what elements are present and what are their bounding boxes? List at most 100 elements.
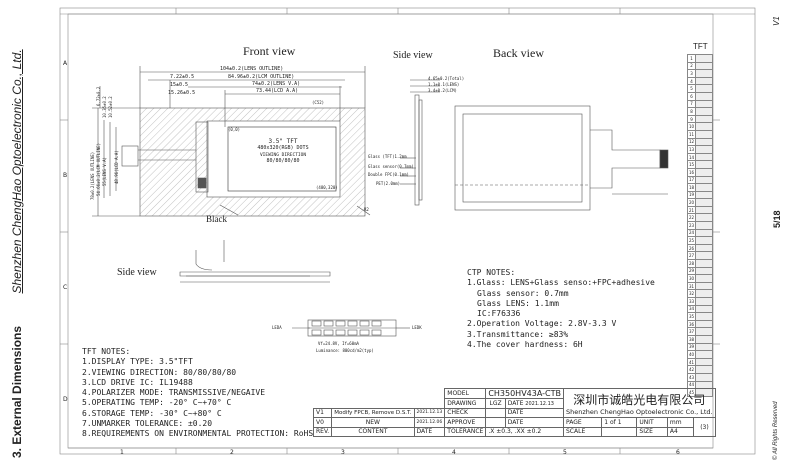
pin-row: 2	[686, 61, 713, 71]
dim-v1: 6.72±0.2	[96, 86, 101, 106]
pin-number: 28	[686, 259, 697, 268]
pin-function	[695, 205, 713, 215]
pin-number: 42	[686, 365, 697, 374]
pin-row: 27	[686, 251, 713, 261]
page-label: PAGE	[562, 417, 603, 428]
pin-row: 5	[686, 84, 713, 93]
tft-note-item: 1.DISPLAY TYPE: 3.5"TFT	[82, 357, 193, 367]
side-dim-total: 4.65±0.2(Total)	[428, 76, 465, 81]
pin-row: 29	[686, 266, 713, 276]
screen-viewing-label: VIEWING DIRECTION	[259, 153, 307, 158]
pin-row: 30	[686, 274, 713, 283]
size-label: SIZE	[636, 426, 668, 437]
pin-function	[695, 342, 713, 352]
ctp-note-item: IC:F76336	[477, 309, 521, 319]
title-block: MODEL CH350HV43A-CTB 深圳市诚皓光电有限公司 Shenzhe…	[312, 388, 716, 437]
pin-number: 1	[686, 54, 697, 63]
pin-function	[695, 190, 713, 200]
side-glass-sensor: Glass sensor(0.7mm)	[368, 164, 414, 169]
rev-v1-content: Modify FPCB, Remove D.S.T.	[331, 407, 415, 418]
screen-text: 3.5" TFT 480x320(RGB) DOTS VIEWING DIREC…	[238, 138, 328, 164]
pin-function	[695, 61, 713, 71]
pin-function	[695, 266, 713, 276]
pin-row: 10	[686, 122, 713, 131]
pin-function	[695, 152, 713, 162]
pin-row: 36	[686, 319, 713, 329]
black-label: Black	[206, 214, 227, 224]
pin-row: 12	[686, 137, 713, 147]
pin-row: 28	[686, 259, 713, 268]
pin-number: 40	[686, 350, 697, 359]
pin-number: 24	[686, 228, 697, 238]
pin-number: 29	[686, 266, 697, 276]
pin-number: 20	[686, 198, 697, 207]
dim-lens-outline: 104±0.2(LENS OUTLINE)	[220, 66, 284, 72]
pin-function	[695, 281, 713, 291]
pin-row: 19	[686, 190, 713, 200]
pin-function	[695, 175, 713, 185]
tft-note-item: 8.REQUIREMENTS ON ENVIRONMENTAL PROTECTI…	[82, 429, 314, 439]
col-label-5: 5	[563, 449, 567, 456]
pin-function	[695, 54, 713, 63]
pin-row: 24	[686, 228, 713, 238]
col-label-3: 3	[341, 449, 345, 456]
col-label-6: 6	[676, 449, 680, 456]
side-dim-lens: 1.1±0.1(LENS)	[428, 82, 460, 87]
col-label-2: 2	[230, 449, 234, 456]
pin-row: 39	[686, 342, 713, 352]
pin-function	[695, 228, 713, 238]
pin-row: 40	[686, 350, 713, 359]
tft-note-item: 6.STORAGE TEMP: -30° C~+80° C	[82, 408, 222, 418]
pin-row: 16	[686, 167, 713, 177]
rev-v1-date: 2021.12.13	[413, 407, 446, 418]
dim-v2: 10.35±0.2	[102, 96, 107, 118]
pin-function	[695, 304, 713, 314]
dim-left-2: 15±0.5	[170, 82, 189, 88]
side-glass-tft: Glass (TFT)1.2mm	[368, 154, 407, 159]
pin-number: 37	[686, 327, 697, 336]
pin-number: 6	[686, 91, 697, 101]
date-cell: DATE 2021.12.13	[504, 398, 565, 409]
pin-function	[695, 167, 713, 177]
pin-number: 16	[686, 167, 697, 177]
content-label: CONTENT	[331, 426, 415, 437]
unit-value: mm	[666, 417, 695, 428]
pin-function	[695, 236, 713, 245]
pin-row: 26	[686, 243, 713, 253]
pin-function	[695, 357, 713, 367]
pin-number: 11	[686, 129, 697, 139]
pin-function	[695, 334, 713, 344]
pin-row: 20	[686, 198, 713, 207]
pin-row: 1	[686, 54, 713, 63]
dim-lcd-aa: 73.44(LCD A.A)	[256, 88, 299, 94]
tft-note-item: 3.LCD DRIVE IC: IL19488	[82, 377, 193, 387]
pin-number: 12	[686, 137, 697, 147]
dim-v3: 10.52±0.2	[108, 96, 113, 118]
tolerance-label: TOLERANCE	[444, 426, 487, 437]
company-chinese: 深圳市诚皓光电有限公司	[573, 392, 706, 407]
date-label-2: DATE	[504, 407, 565, 418]
screen-viewing-value: 80/80/80/80	[266, 158, 300, 164]
dim-v4: 78±0.2(LENS OUTLINE)	[90, 151, 95, 200]
pin-row: 11	[686, 129, 713, 139]
row-label-d: D	[63, 396, 68, 403]
date-value: 2021.12.13	[525, 400, 554, 407]
tft-note-item: 7.UNMARKER TOLERANCE: ±0.20	[82, 419, 213, 429]
pin-row: 43	[686, 372, 713, 382]
pin-row: 31	[686, 281, 713, 291]
pin-function	[695, 259, 713, 268]
company-english: Shenzhen ChengHao Optoelectronic Co., Lt…	[566, 407, 713, 416]
pin-number: 38	[686, 334, 697, 344]
pin-function	[695, 160, 713, 169]
pin-row: 33	[686, 297, 713, 306]
pin-number: 18	[686, 183, 697, 192]
side-pet: PET(2.0mm)	[376, 181, 401, 186]
pin-number: 14	[686, 152, 697, 162]
ctp-note-item: 1.Glass: LENS+Glass senso:+FPC+adhesive	[467, 278, 655, 288]
coord-end: (480,320)	[316, 185, 338, 190]
pin-row: 32	[686, 289, 713, 298]
pin-number: 26	[686, 243, 697, 253]
rev-v0-date: 2021.12.06	[413, 417, 446, 428]
pin-number: 9	[686, 114, 697, 124]
